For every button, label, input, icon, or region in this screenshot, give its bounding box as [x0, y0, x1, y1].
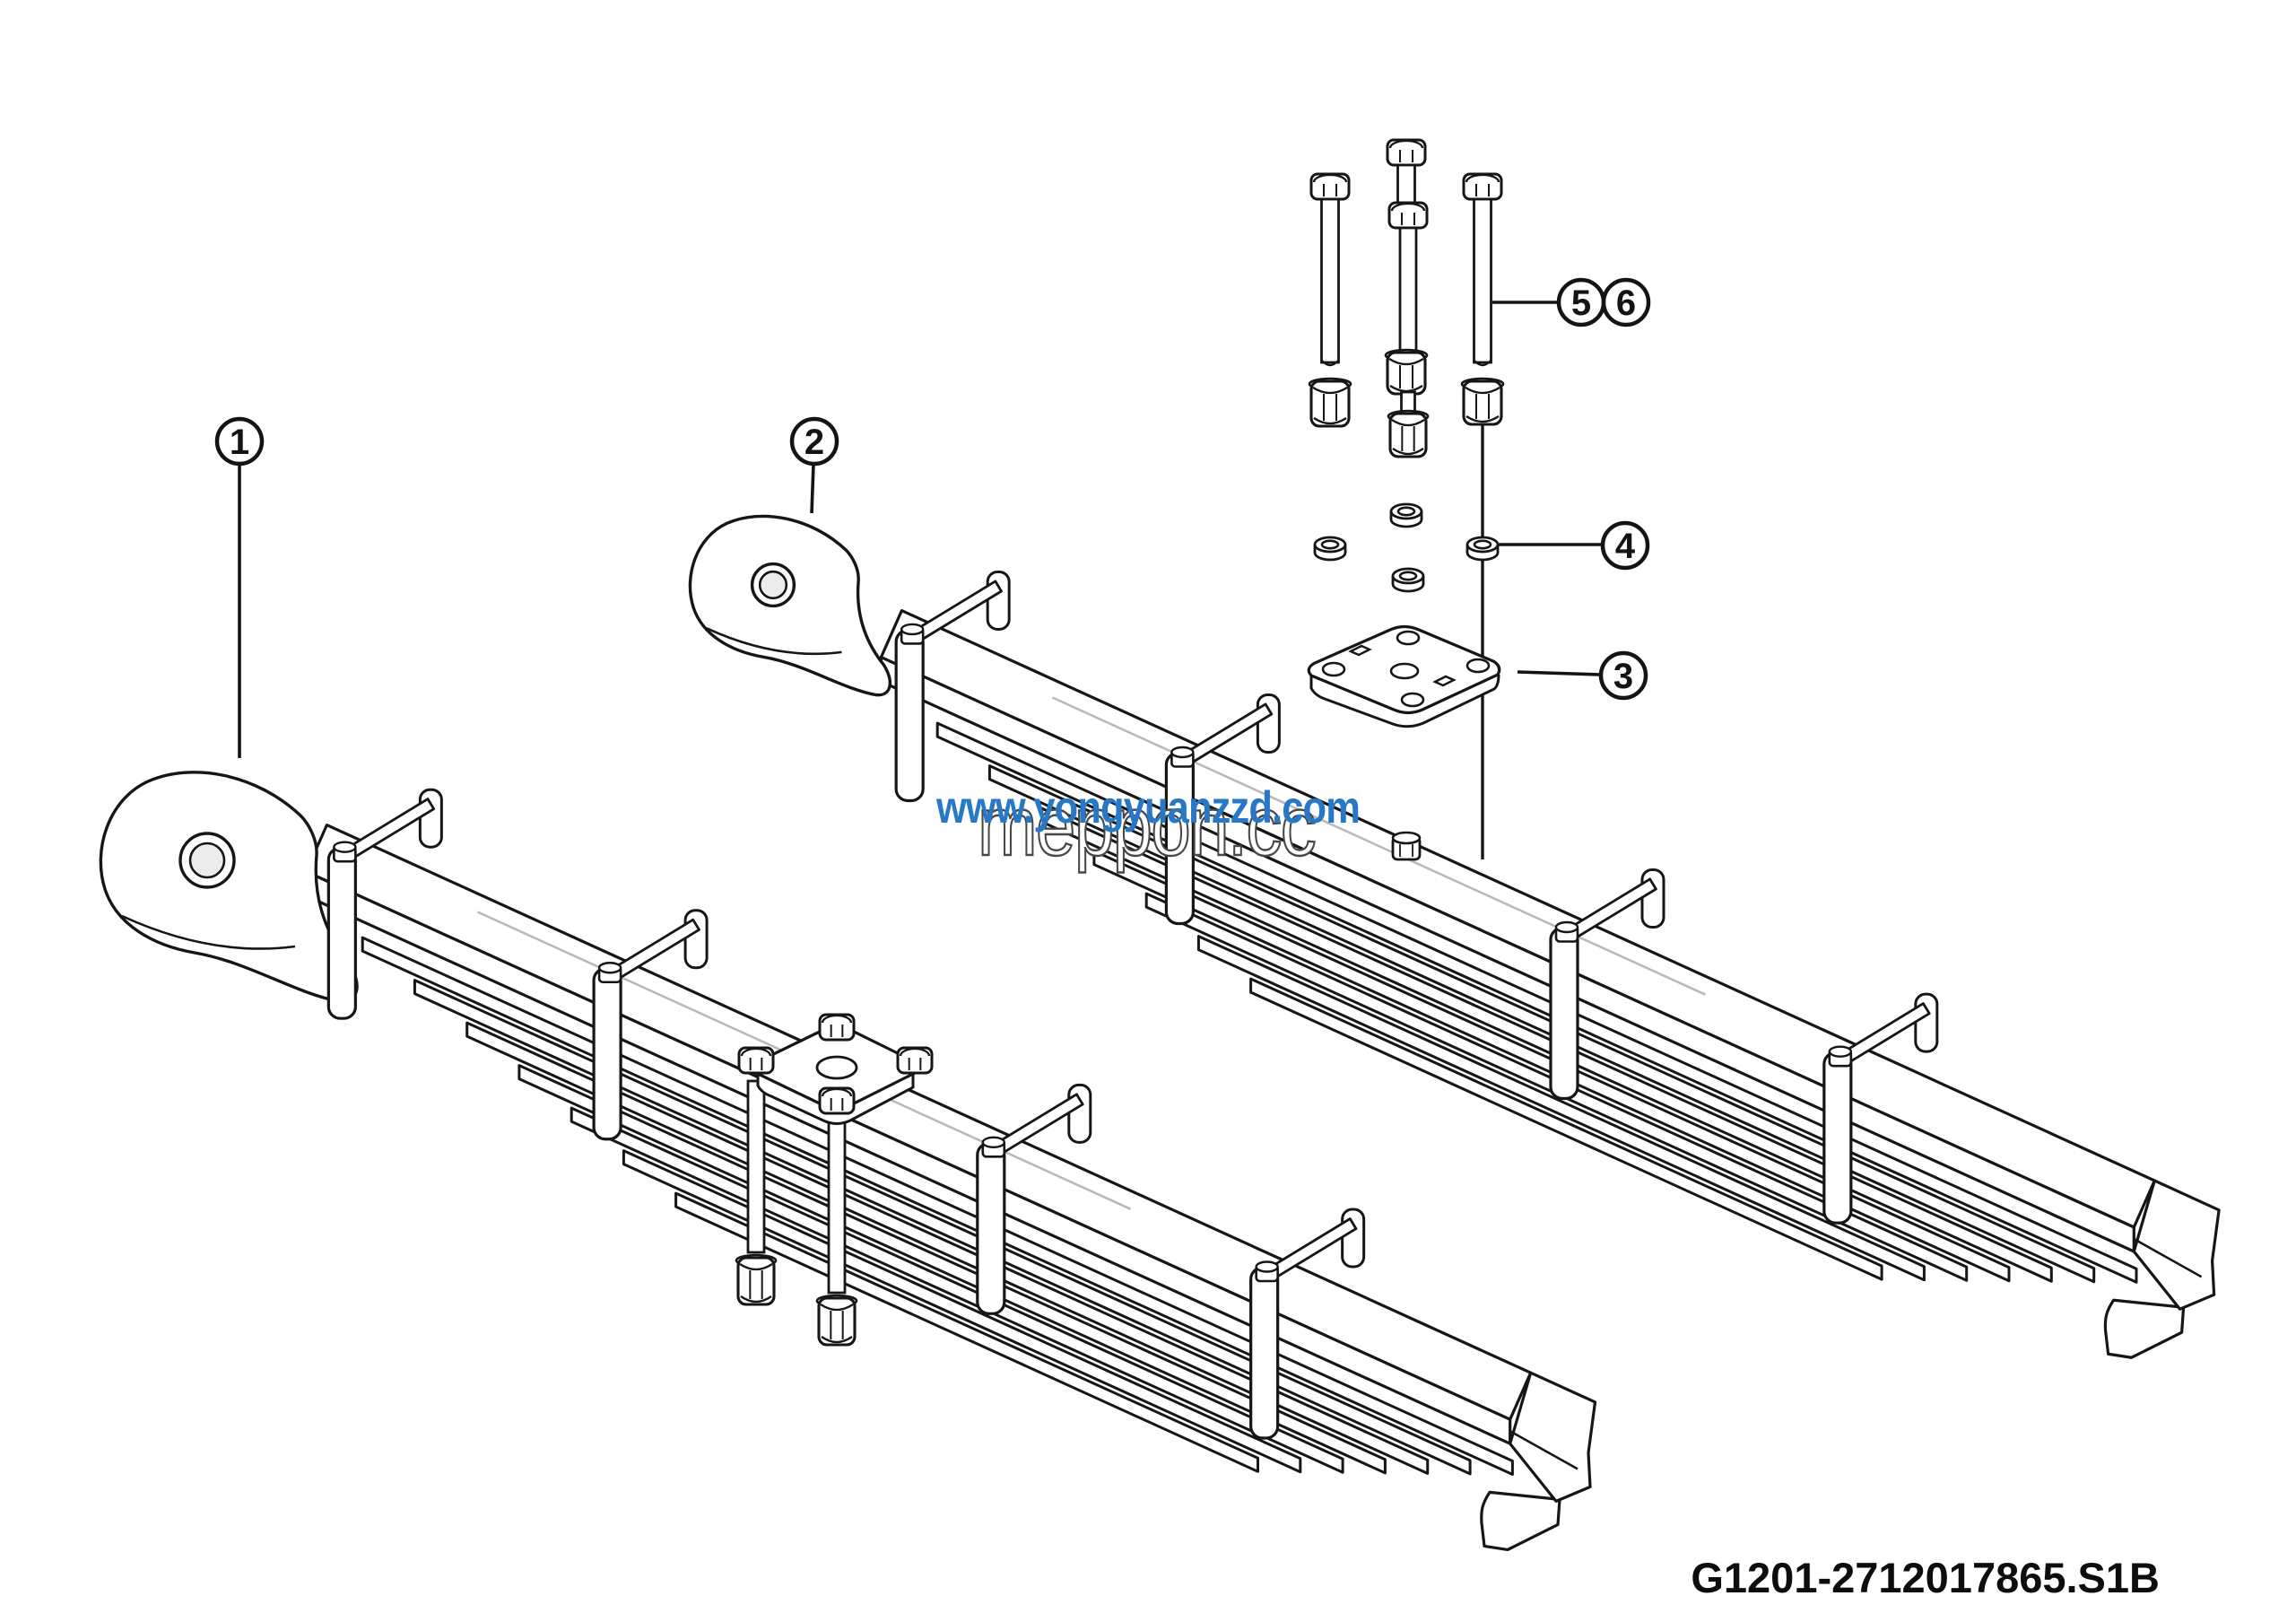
svg-text:4: 4: [1615, 527, 1636, 566]
leaf-spring-assembly-2: [688, 514, 2221, 1359]
callout-4: 4: [1600, 520, 1650, 571]
callout-2: 2: [789, 416, 839, 467]
watermark-brand: meppon.cc: [978, 779, 1315, 873]
exploded-hardware: [1307, 138, 1505, 859]
diagram-artwork: [99, 138, 2221, 1551]
callout-3: 3: [1598, 650, 1648, 701]
center-bolt-nut: [1391, 831, 1422, 861]
figure-code: G1201-2712017865.S1B: [1691, 1554, 2160, 1601]
svg-text:5: 5: [1571, 283, 1591, 323]
watermark-url: www.yongyuanzzd.com: [935, 782, 1360, 833]
svg-text:3: 3: [1613, 657, 1633, 696]
svg-text:2: 2: [804, 423, 824, 462]
callout-6: 6: [1601, 277, 1651, 327]
svg-text:1: 1: [230, 423, 249, 462]
axle-plate-assembly: [735, 1013, 934, 1347]
callout-1: 1: [214, 416, 265, 467]
svg-text:6: 6: [1616, 283, 1636, 323]
leaf-spring-assembly-1: [99, 771, 1597, 1551]
callout-5: 5: [1556, 277, 1606, 327]
leader-callout-3: [1517, 670, 1601, 676]
leader-callout-2: [810, 463, 815, 514]
